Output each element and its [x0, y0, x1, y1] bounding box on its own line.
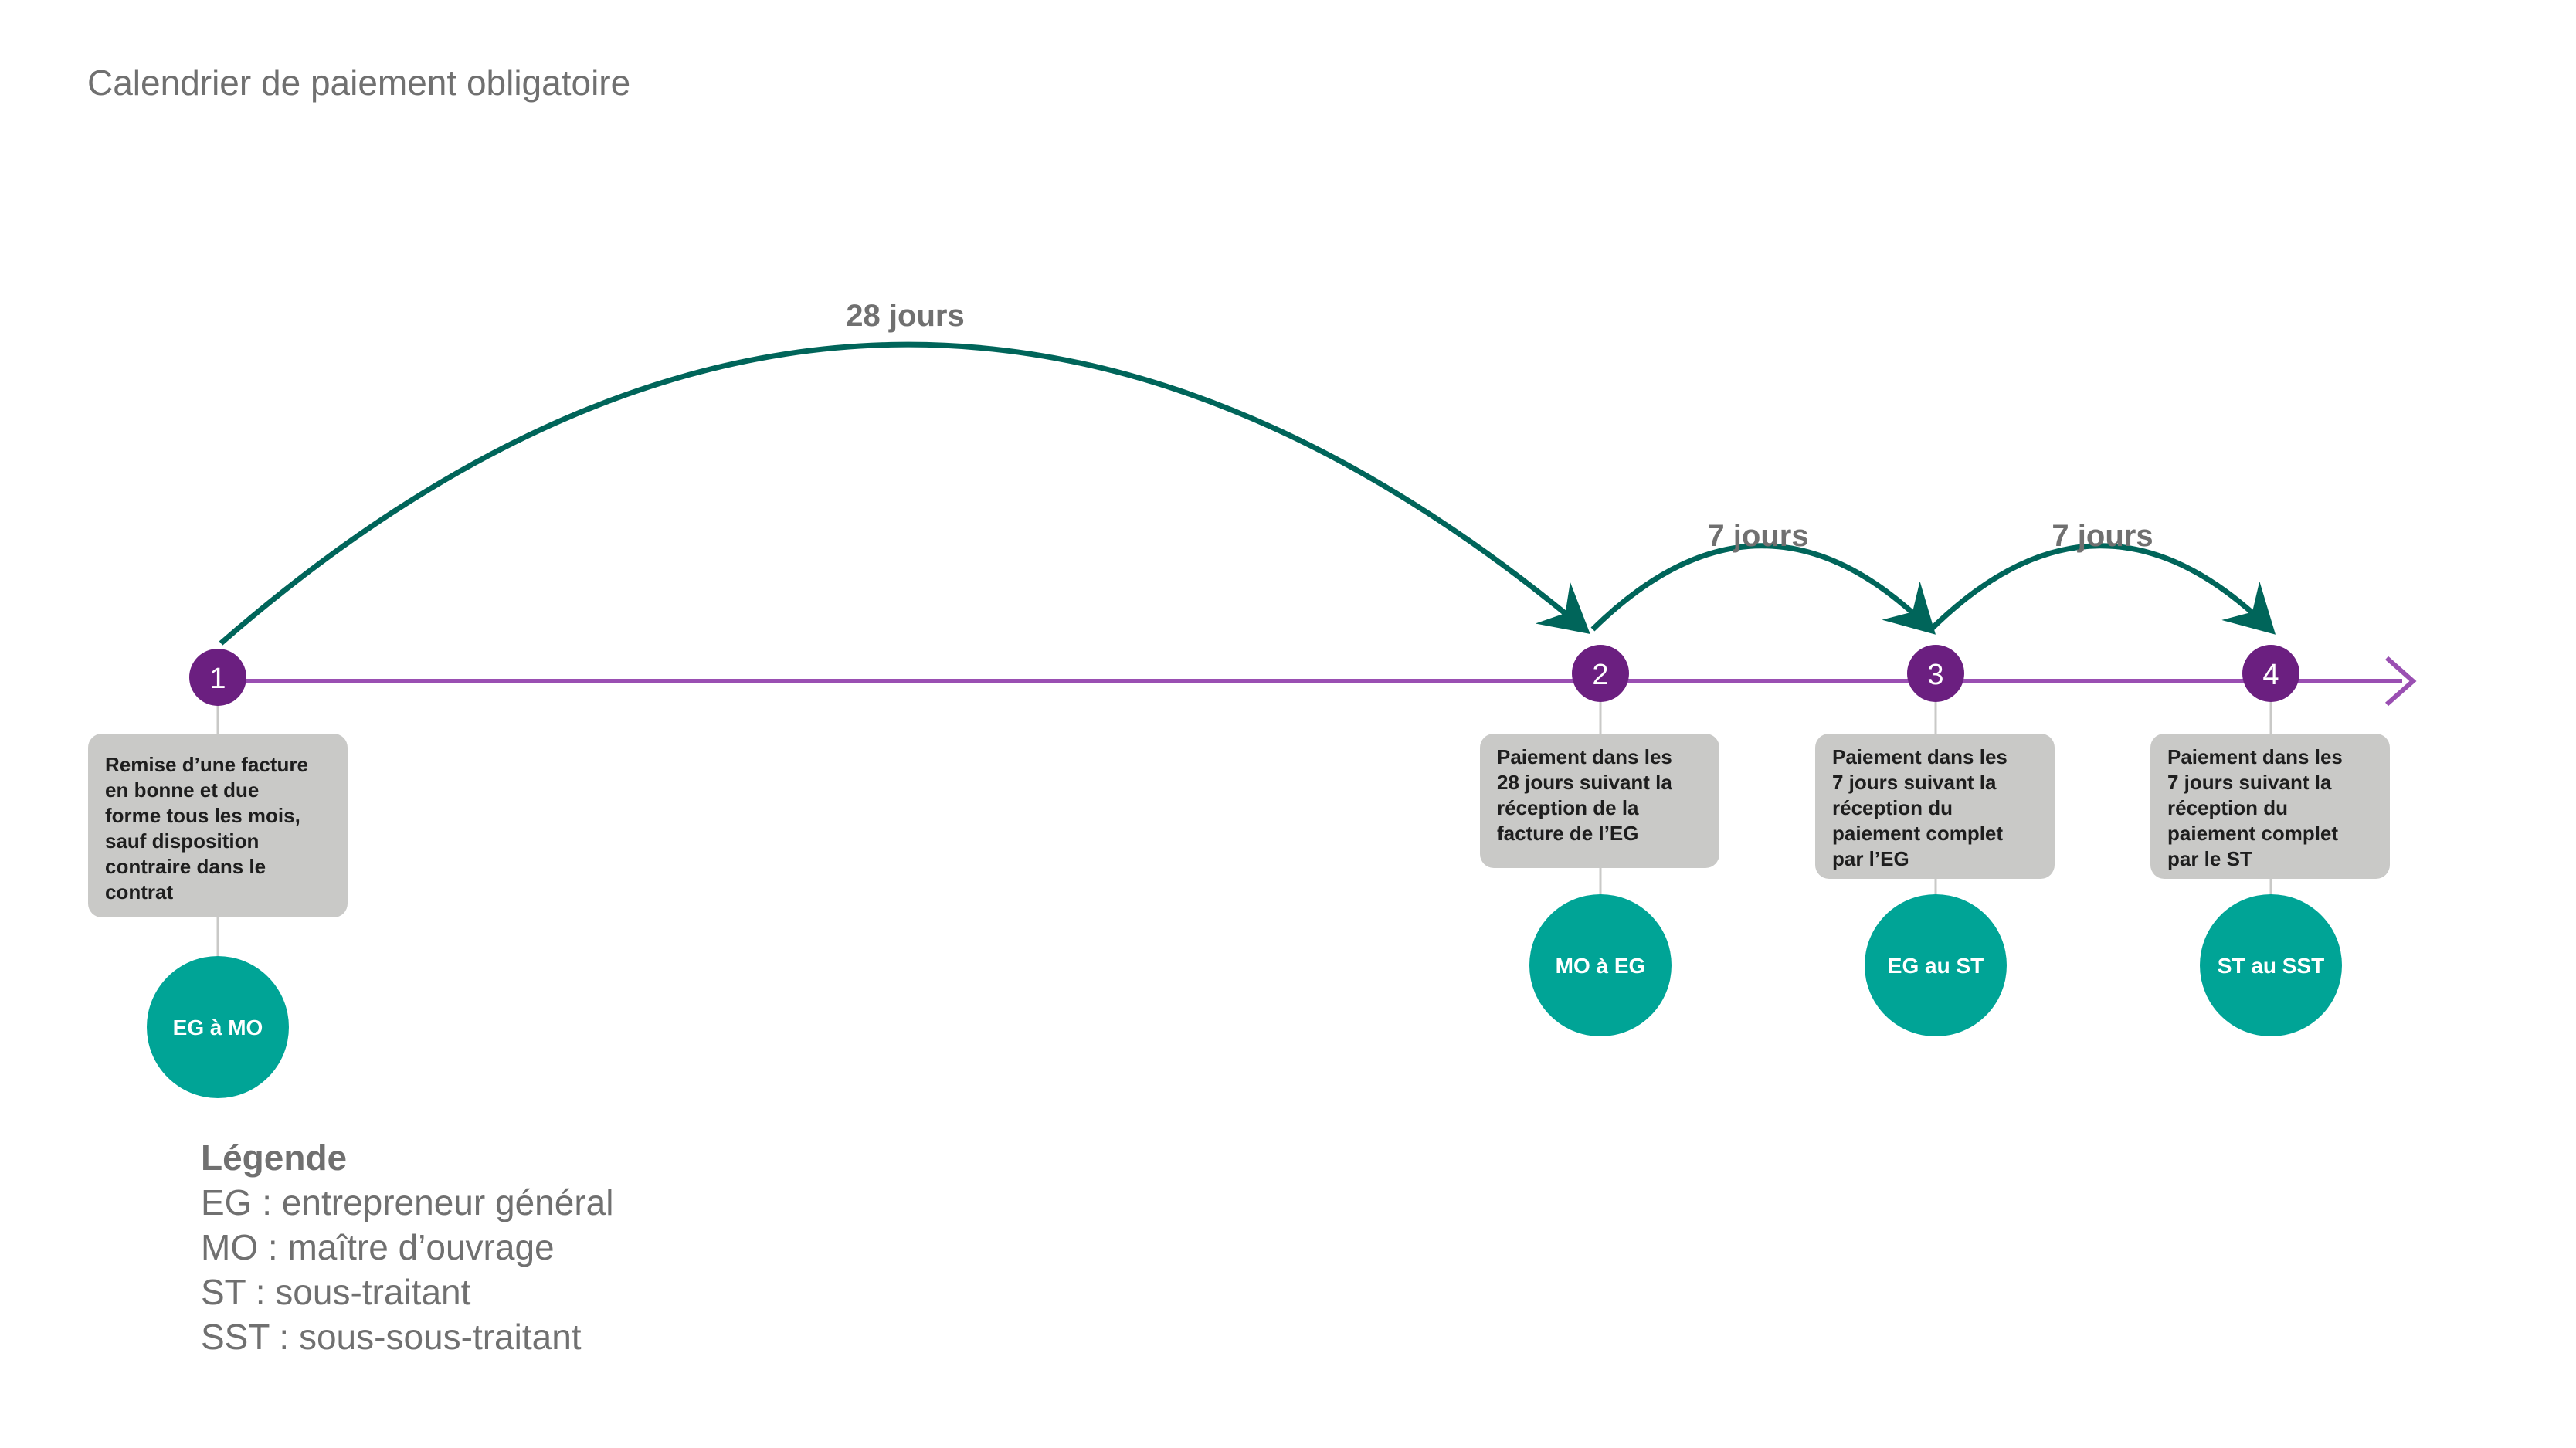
- arc-label-28-days: 28 jours: [846, 299, 964, 333]
- step-node-2: 2: [1572, 645, 1629, 702]
- step-node-1: 1: [189, 649, 246, 706]
- step-number-2: 2: [1592, 659, 1608, 691]
- party-label-2: MO à EG: [1556, 954, 1646, 978]
- step-number-1: 1: [209, 663, 226, 695]
- arc-28-days: [219, 341, 1590, 646]
- legend-item-mo: MO : maître d’ouvrage: [201, 1227, 555, 1267]
- step-number-4: 4: [2262, 659, 2279, 691]
- party-label-1: EG à MO: [173, 1016, 263, 1039]
- step-description-4: Paiement dans les 7 jours suivant la réc…: [2150, 734, 2390, 879]
- step-description-2: Paiement dans les 28 jours suivant la ré…: [1480, 734, 1719, 868]
- step-number-3: 3: [1927, 659, 1943, 691]
- party-circle-1: EG à MO: [147, 956, 289, 1098]
- legend-item-sst: SST : sous-sous-traitant: [201, 1317, 582, 1357]
- step-node-4: 4: [2242, 645, 2299, 702]
- party-label-3: EG au ST: [1888, 954, 1984, 978]
- party-circle-2: MO à EG: [1529, 894, 1672, 1036]
- party-label-4: ST au SST: [2218, 954, 2324, 978]
- arc-7-days-2: [1929, 543, 2276, 635]
- legend-item-eg: EG : entrepreneur général: [201, 1182, 614, 1222]
- timeline-arrowhead: [2385, 656, 2417, 707]
- step-node-3: 3: [1907, 645, 1964, 702]
- arc-label-7-days-2: 7 jours: [2052, 519, 2153, 553]
- legend-title: Légende: [201, 1138, 348, 1178]
- step-description-3: Paiement dans les 7 jours suivant la réc…: [1815, 734, 2055, 879]
- legend: Légende EG : entrepreneur général MO : m…: [201, 1135, 613, 1359]
- legend-item-st: ST : sous-traitant: [201, 1272, 471, 1312]
- step-description-1: Remise d’une facture en bonne et due for…: [88, 734, 348, 917]
- page-title: Calendrier de paiement obligatoire: [87, 63, 631, 103]
- party-circle-3: EG au ST: [1865, 894, 2007, 1036]
- arc-7-days-1: [1590, 543, 1936, 635]
- party-circle-4: ST au SST: [2200, 894, 2342, 1036]
- arc-label-7-days-1: 7 jours: [1707, 519, 1808, 553]
